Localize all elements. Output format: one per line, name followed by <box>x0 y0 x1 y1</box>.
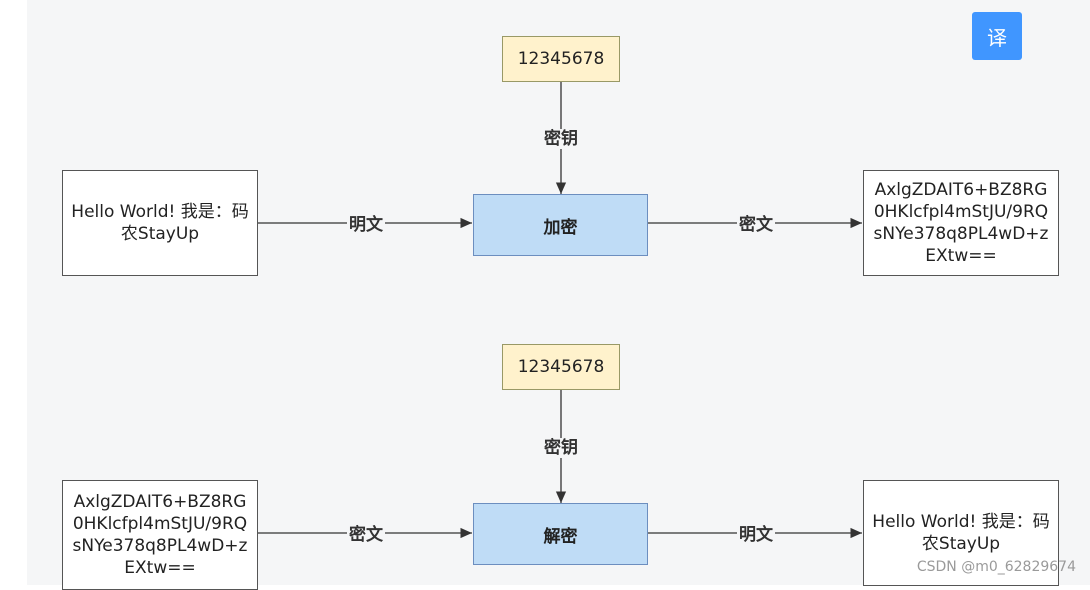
decrypt-plaintext-box: Hello World! 我是：码农StayUp <box>863 480 1059 586</box>
decrypt-plaintext-label: 明文 <box>737 525 775 545</box>
translate-button[interactable]: 译 <box>972 12 1022 60</box>
encrypt-plaintext-label: 明文 <box>347 215 385 235</box>
encrypt-key-label: 密钥 <box>542 129 580 149</box>
encrypt-ciphertext-box: AxlgZDAIT6+BZ8RG0HKlcfpl4mStJU/9RQsNYe37… <box>863 170 1059 276</box>
encrypt-key-box: 12345678 <box>502 36 620 82</box>
decrypt-key-box: 12345678 <box>502 344 620 390</box>
encrypt-process-box: 加密 <box>473 194 648 256</box>
encrypt-ciphertext-label: 密文 <box>737 215 775 235</box>
decrypt-ciphertext-box: AxlgZDAIT6+BZ8RG0HKlcfpl4mStJU/9RQsNYe37… <box>62 480 258 590</box>
csdn-watermark: CSDN @m0_62829674 <box>916 559 1076 575</box>
decrypt-key-label: 密钥 <box>542 438 580 458</box>
encrypt-plaintext-box: Hello World! 我是：码农StayUp <box>62 170 258 276</box>
decrypt-ciphertext-label: 密文 <box>347 525 385 545</box>
decrypt-process-box: 解密 <box>473 503 648 565</box>
